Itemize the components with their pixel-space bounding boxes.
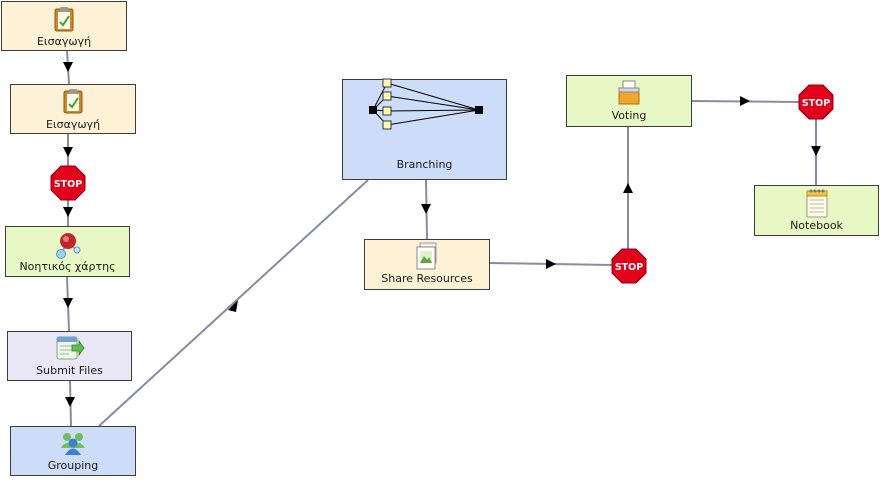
ballot-box-icon [618, 80, 640, 105]
arrowhead [546, 259, 556, 269]
activity-label: Voting [611, 109, 647, 122]
arrowhead [228, 300, 238, 312]
activity-mindmap[interactable]: Νοητικός χάρτης [5, 226, 130, 277]
molecule-icon [55, 233, 80, 259]
arrowhead [421, 204, 431, 214]
arrowhead [63, 62, 73, 72]
arrowhead [65, 397, 75, 407]
activity-label: Εισαγωγή [36, 35, 92, 48]
arrowhead [623, 183, 633, 193]
activity-share-resources[interactable]: Share Resources [364, 239, 490, 290]
people-group-icon [61, 433, 85, 455]
clipboard-icon [54, 7, 74, 32]
activity-submit-files[interactable]: Submit Files [7, 331, 132, 381]
activity-intro-2[interactable]: Εισαγωγή [10, 84, 136, 134]
stop-gate-1[interactable]: STOP [50, 165, 86, 201]
activity-label: Share Resources [381, 272, 473, 285]
stop-gate-2[interactable]: STOP [611, 248, 647, 284]
activity-label: Notebook [790, 219, 843, 232]
activity-label: Εισαγωγή [45, 118, 101, 131]
activity-intro-1[interactable]: Εισαγωγή [1, 1, 127, 51]
stop-label: STOP [802, 98, 830, 109]
activity-label: Branching [396, 158, 453, 171]
activity-notebook[interactable]: Notebook [754, 185, 879, 236]
arrowhead [63, 298, 73, 308]
arrowhead [740, 96, 750, 106]
activity-label: Νοητικός χάρτης [19, 260, 116, 273]
activity-label: Grouping [47, 459, 99, 472]
stop-label: STOP [615, 262, 643, 273]
stop-gate-3[interactable]: STOP [798, 84, 834, 120]
image-file-icon [416, 242, 437, 270]
activity-grouping[interactable]: Grouping [10, 426, 136, 476]
arrowhead [811, 146, 821, 156]
activity-label: Submit Files [36, 364, 103, 377]
transition-line [98, 179, 369, 427]
arrowhead [63, 147, 73, 157]
branching-icon [369, 78, 483, 130]
activity-branching[interactable]: Branching [342, 78, 507, 180]
activity-voting[interactable]: Voting [566, 75, 692, 127]
arrowhead [63, 207, 73, 217]
file-upload-icon [56, 336, 84, 360]
stop-label: STOP [54, 179, 82, 190]
notepad-icon [806, 189, 827, 218]
clipboard-icon [63, 89, 83, 114]
